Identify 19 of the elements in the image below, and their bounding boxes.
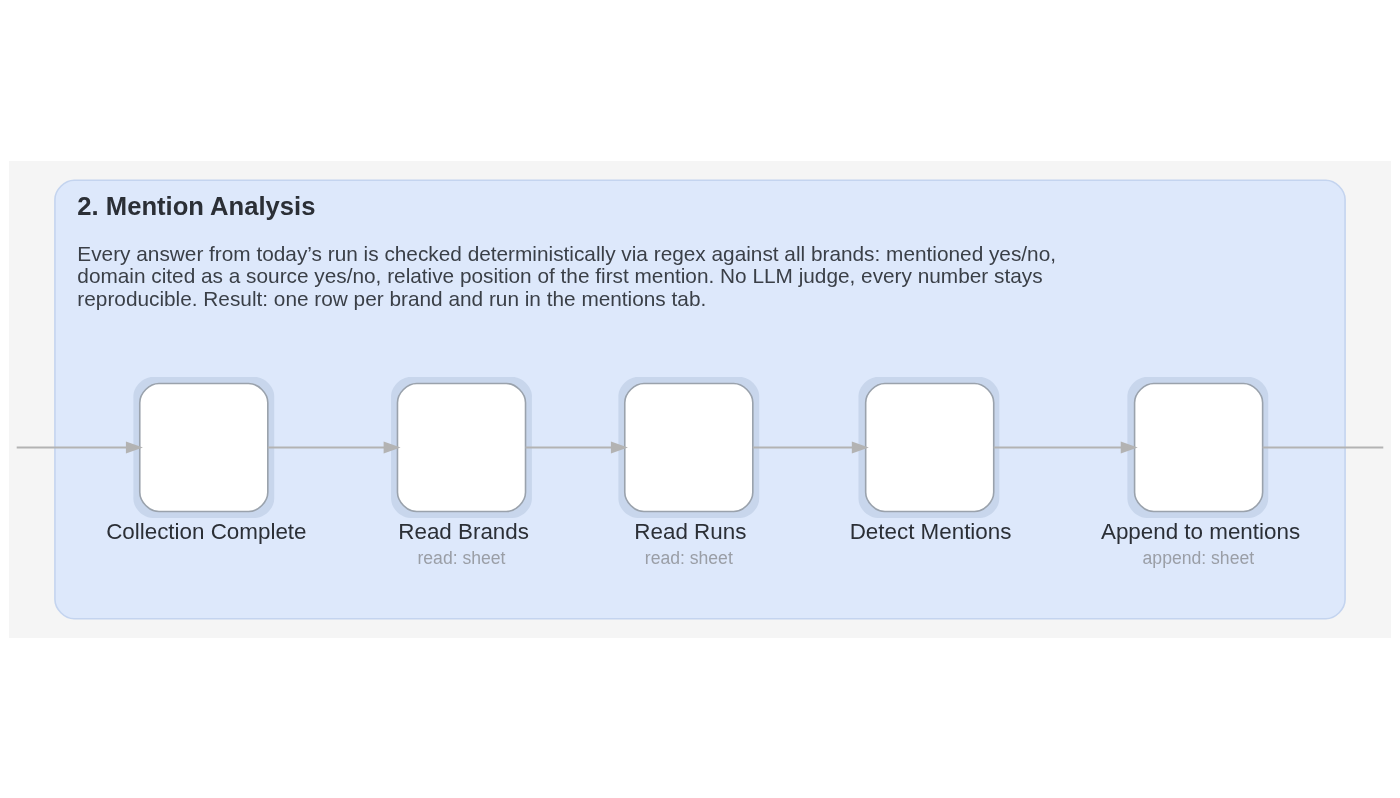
node-label: Read Runs (634, 518, 747, 544)
node-label: Detect Mentions (849, 518, 1012, 544)
arrow (752, 441, 869, 453)
node-label: Append to mentions (1100, 518, 1301, 544)
arrow (16, 441, 143, 453)
arrow (525, 441, 628, 453)
node-label: Read Brands (398, 518, 529, 544)
node-label: append: sheet (1142, 547, 1255, 568)
node-box (133, 376, 275, 518)
node-box (618, 376, 760, 518)
arrow (993, 441, 1138, 453)
node-label: read: sheet (644, 547, 733, 568)
node-box (391, 376, 532, 518)
node-label: read: sheet (417, 547, 506, 568)
node-box (858, 376, 1000, 518)
arrow (267, 441, 401, 453)
node-label: Collection Complete (106, 518, 307, 544)
node-box (1127, 376, 1269, 518)
connector (1262, 445, 1384, 449)
